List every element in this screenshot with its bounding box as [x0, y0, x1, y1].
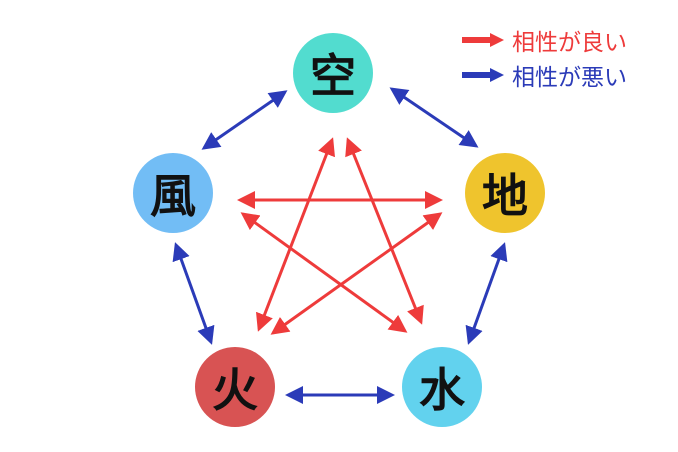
node-fire: 火 [195, 347, 275, 427]
good-arrow-wind-water [240, 212, 408, 333]
node-sky: 空 [293, 33, 373, 113]
node-label: 火 [212, 363, 258, 417]
bad-arrow-earth-water [465, 242, 508, 345]
good-arrow-sky-water [345, 137, 424, 325]
node-wind: 風 [133, 153, 213, 233]
red-arrow-icon [462, 33, 504, 47]
node-earth: 地 [465, 153, 545, 233]
node-water: 水 [402, 347, 482, 427]
node-label: 空 [310, 49, 356, 103]
legend-bad: 相性が悪い [462, 58, 627, 92]
legend-bad-label: 相性が悪い [512, 65, 627, 91]
good-arrow-sky-fire [256, 137, 335, 332]
blue-arrow-icon [462, 68, 504, 82]
bad-arrow-sky-earth [389, 87, 479, 148]
legend-good: 相性が良い [462, 23, 627, 57]
node-label: 風 [150, 169, 196, 223]
node-label: 地 [482, 169, 528, 223]
node-label: 水 [419, 363, 465, 417]
legend-good-label: 相性が良い [512, 30, 627, 56]
bad-arrow-sky-wind [201, 90, 288, 150]
bad-arrow-wind-fire [172, 242, 215, 345]
